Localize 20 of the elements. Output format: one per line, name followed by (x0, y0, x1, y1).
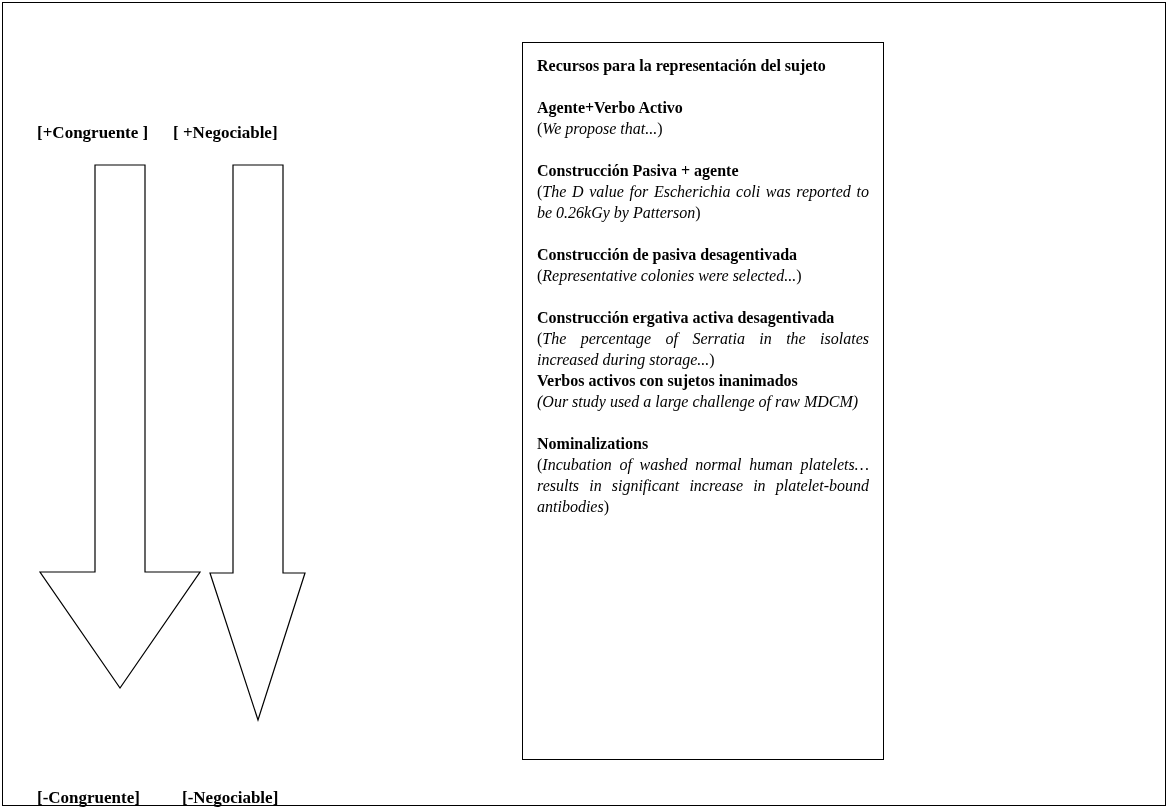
scale-label: [ +Negociable] (173, 123, 278, 143)
example-text: (The percentage of Serratia in the isolates increased during storage...) (537, 329, 869, 370)
scale-label: [+Congruente ] (37, 123, 149, 143)
category-heading: Construcción Pasiva + agente (537, 161, 740, 181)
block-arrow (209, 164, 306, 722)
category-heading: Construcción ergativa activa desagentivada (537, 308, 836, 328)
scale-label: [-Congruente] (37, 788, 140, 808)
example-text: (Incubation of washed normal human platelets…results in significant increase in platelet-bound antibodies) (537, 455, 869, 517)
scale-label: [-Negociable] (182, 788, 279, 808)
example-text: (Representative colonies were selected...) (537, 266, 803, 286)
category-heading: Nominalizations (537, 434, 650, 454)
block-arrow (38, 164, 202, 690)
example-text: (We propose that...) (537, 119, 664, 139)
category-heading: Verbos activos con sujetos inanimados (537, 371, 799, 391)
category-heading: Agente+Verbo Activo (537, 98, 684, 118)
example-text: (Our study used a large challenge of raw MDCM) (537, 392, 860, 412)
category-heading: Construcción de pasiva desagentivada (537, 245, 799, 265)
example-text: (The D value for Escherichia coli was reported to be 0.26kGy by Patterson) (537, 182, 869, 223)
panel-heading: Recursos para la representación del sujeto (537, 56, 827, 76)
text-panel (522, 42, 884, 760)
